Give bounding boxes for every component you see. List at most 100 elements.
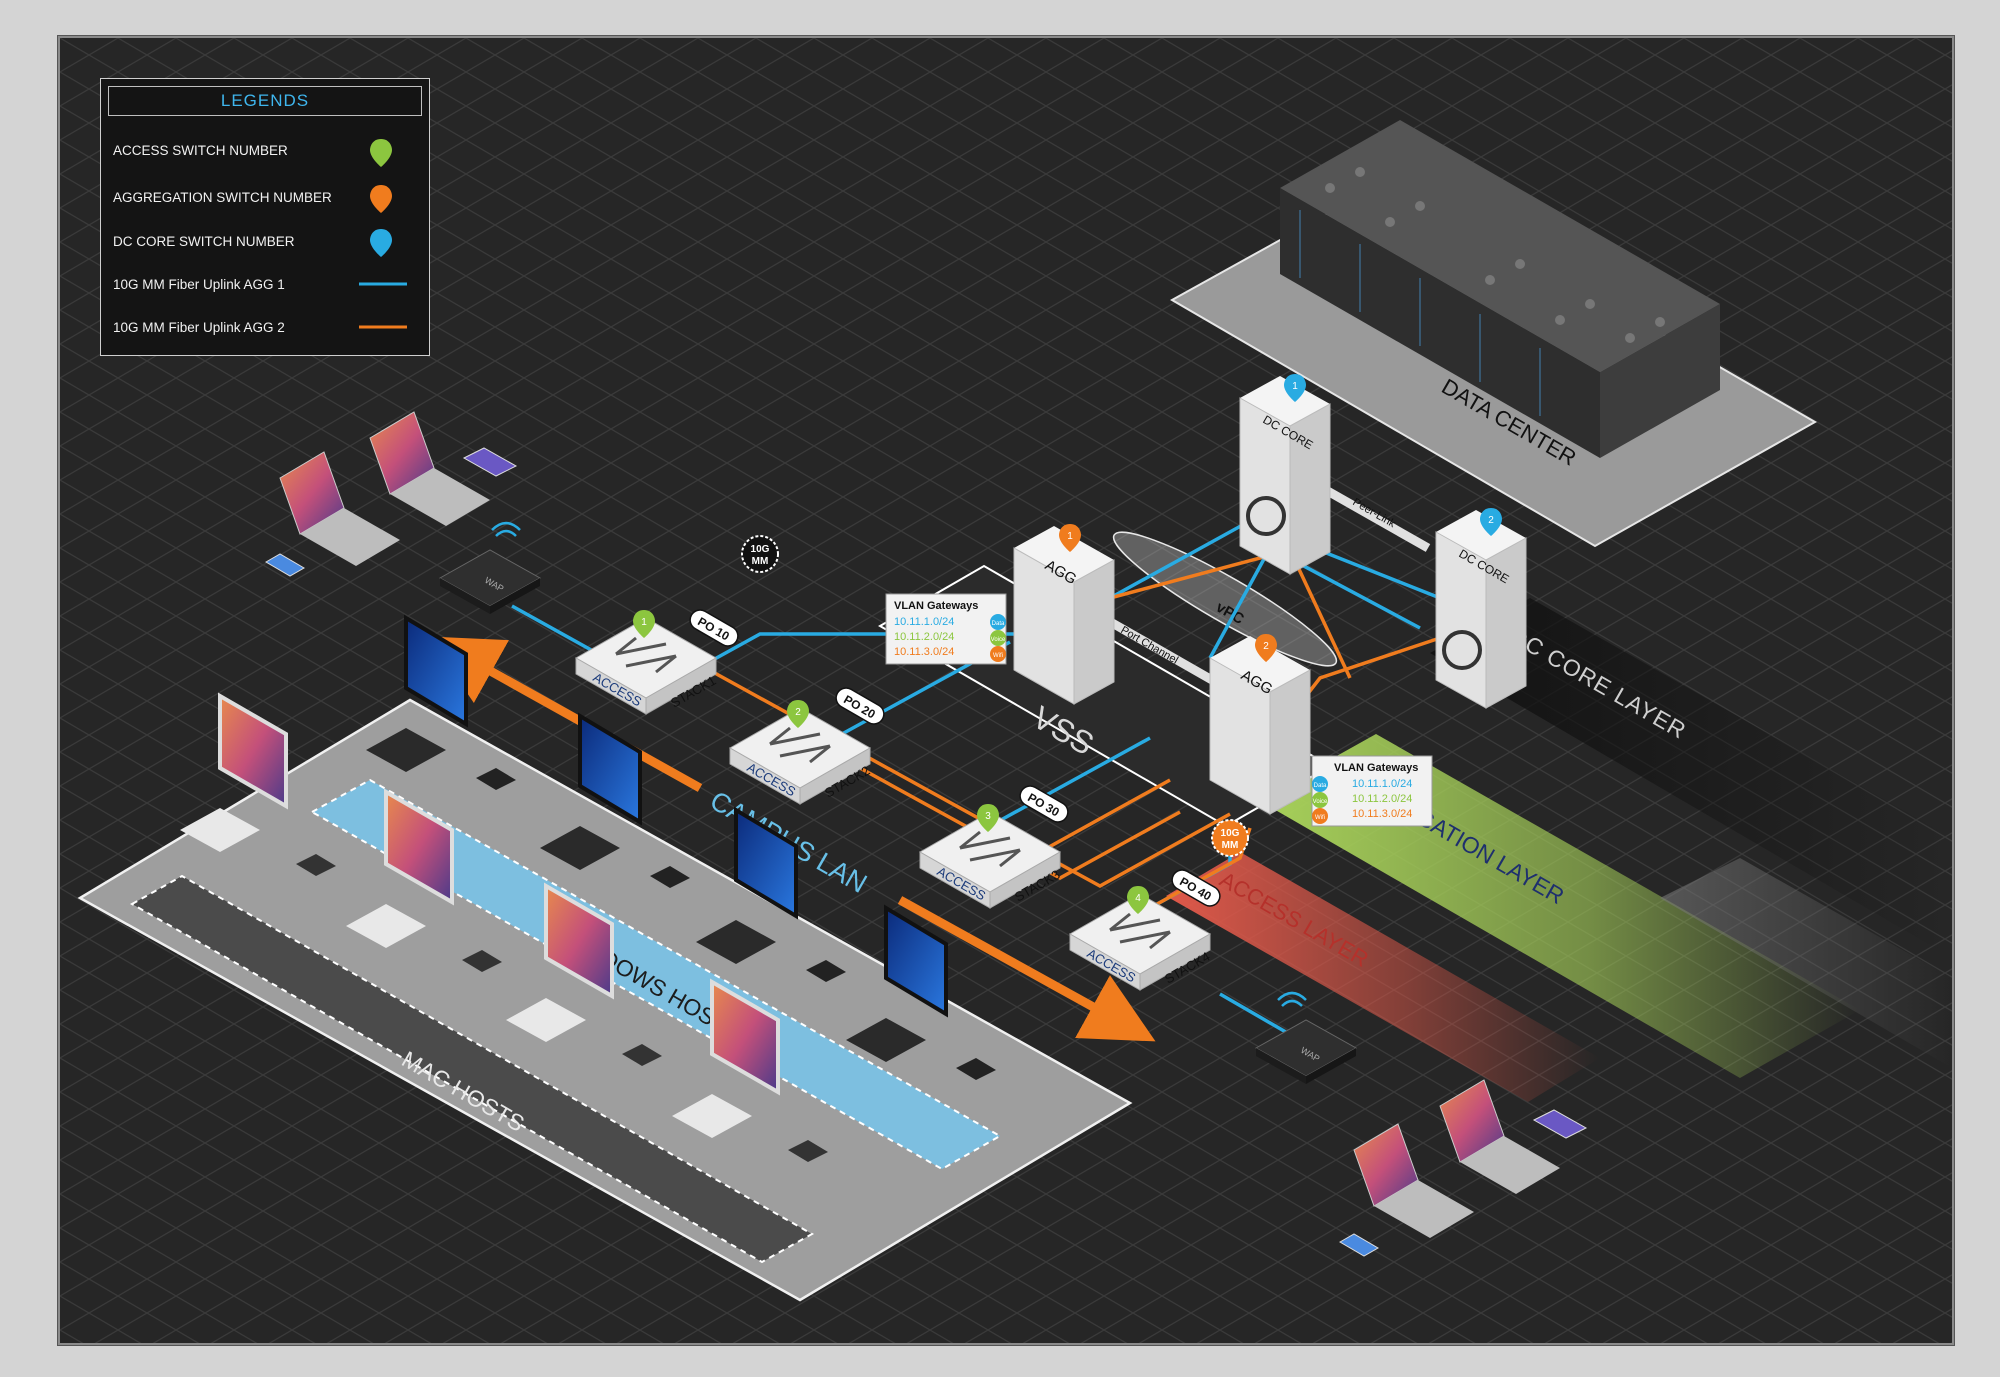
legend-item-agg2-uplink: 10G MM Fiber Uplink AGG 2	[113, 320, 285, 335]
phone-icon	[1339, 1233, 1379, 1257]
laptop-icon	[1439, 1079, 1560, 1194]
svg-text:10.11.2.0/24: 10.11.2.0/24	[894, 631, 954, 643]
orange-line-icon	[359, 325, 407, 329]
keyboard-icon	[696, 920, 776, 964]
agg-switch-2[interactable]: AGG 2	[1209, 634, 1311, 815]
svg-text:2: 2	[795, 707, 801, 718]
router-icon	[1246, 496, 1286, 536]
switch-arrows-icon	[959, 830, 1021, 868]
imac-icon	[544, 882, 614, 1000]
desk-phone-icon	[788, 1140, 828, 1162]
dc-core-switch-2[interactable]: DC CORE 2	[1435, 508, 1527, 709]
desk-phone-icon	[806, 960, 846, 982]
vlan-gateways-agg2: VLAN Gateways 10.11.1.0/24 10.11.2.0/24 …	[1311, 755, 1433, 827]
link-access2-agg2	[819, 744, 1181, 880]
wifi-icon	[1277, 991, 1307, 1007]
dc-core-pin-2: 2	[1480, 508, 1502, 536]
svg-text:Voice: Voice	[1313, 799, 1328, 805]
svg-text:10G: 10G	[751, 544, 770, 555]
monitor-icon	[578, 712, 642, 826]
dc-core-switch-1[interactable]: DC CORE 1	[1239, 374, 1331, 575]
svg-text:1: 1	[1067, 531, 1073, 542]
fiber-badge-2: 10G MM	[1211, 819, 1249, 857]
access-pin-1: 1	[633, 610, 655, 638]
desk-phone-icon	[650, 866, 690, 888]
svg-text:1: 1	[641, 617, 647, 628]
imac-icon	[384, 788, 454, 906]
windows-host	[540, 712, 690, 888]
tablet-icon	[1532, 1109, 1588, 1139]
agg-pin-1: 1	[1059, 524, 1081, 552]
data-center: DATA CENTER	[1169, 120, 1818, 548]
legend-item-dc-core-switch: DC CORE SWITCH NUMBER	[113, 234, 295, 249]
keyboard-icon	[366, 728, 446, 772]
svg-text:2: 2	[1263, 641, 1269, 652]
legend-title: LEGENDS	[108, 86, 422, 116]
wifi-icon	[491, 521, 521, 537]
svg-text:Voice: Voice	[991, 637, 1006, 643]
windows-hosts-zone	[309, 778, 1003, 1171]
switch-arrows-icon	[615, 636, 677, 674]
server-racks	[1280, 120, 1720, 458]
desk-phone-icon	[476, 768, 516, 790]
svg-text:3: 3	[985, 811, 991, 822]
blue-pin-icon	[370, 229, 392, 257]
legend-panel: LEGENDS ACCESS SWITCH NUMBER AGGREGATION…	[100, 78, 430, 356]
keyboard-icon	[846, 1018, 926, 1062]
laptop-icon	[369, 411, 490, 526]
desk-phone-icon	[622, 1044, 662, 1066]
imac-icon	[218, 692, 288, 810]
router-icon	[1442, 630, 1482, 670]
wireless-clients-2	[1339, 1079, 1588, 1257]
vlan-gateways-agg1: VLAN Gateways 10.11.1.0/24 10.11.2.0/24 …	[885, 593, 1007, 665]
campus-platform: WINDOWS HOSTS MAC HOSTS	[77, 698, 1133, 1302]
agg-pin-2: 2	[1255, 634, 1277, 662]
windows-host	[846, 904, 996, 1080]
wap-1[interactable]: WAP	[438, 521, 542, 614]
svg-text:1: 1	[1292, 381, 1298, 392]
svg-text:VLAN Gateways: VLAN Gateways	[1334, 762, 1418, 774]
svg-text:10.11.3.0/24: 10.11.3.0/24	[1352, 808, 1412, 820]
laptop-icon	[1353, 1123, 1474, 1238]
green-pin-icon	[370, 139, 392, 167]
blue-line-icon	[359, 282, 407, 286]
mac-host	[506, 882, 662, 1066]
svg-text:10.11.1.0/24: 10.11.1.0/24	[1352, 778, 1412, 790]
monitor-icon	[884, 904, 948, 1018]
keyboard-icon	[672, 1094, 752, 1138]
fiber-badge-1: 10G MM	[741, 535, 779, 573]
monitor-icon	[404, 614, 468, 728]
legend-item-access-switch: ACCESS SWITCH NUMBER	[113, 143, 288, 158]
windows-host	[696, 806, 846, 982]
svg-text:2: 2	[1488, 515, 1494, 526]
diagram-canvas: DC CORE LAYER AGGREGATION LAYER ACCESS L…	[58, 36, 1954, 1345]
imac-icon	[710, 978, 780, 1096]
desk-phone-icon	[296, 854, 336, 876]
svg-text:10.11.3.0/24: 10.11.3.0/24	[894, 646, 954, 658]
svg-text:Wifi: Wifi	[993, 653, 1003, 659]
network-diagram: DC CORE LAYER AGGREGATION LAYER ACCESS L…	[60, 38, 1952, 1343]
desk-phone-icon	[462, 950, 502, 972]
wap-2[interactable]: WAP	[1254, 991, 1358, 1084]
svg-text:MM: MM	[1222, 840, 1239, 851]
svg-text:MM: MM	[752, 556, 769, 567]
link-access3-agg1	[989, 736, 1151, 828]
access-pin-3: 3	[977, 804, 999, 832]
mac-host	[672, 978, 828, 1162]
legend-item-agg1-uplink: 10G MM Fiber Uplink AGG 1	[113, 277, 285, 292]
keyboard-icon	[506, 998, 586, 1042]
agg-switch-1[interactable]: AGG 1	[1013, 524, 1115, 705]
svg-text:Data: Data	[1314, 783, 1327, 789]
access-pin-4: 4	[1127, 886, 1149, 914]
orange-pin-icon	[370, 185, 392, 213]
monitor-icon	[734, 806, 798, 920]
legend-item-agg-switch: AGGREGATION SWITCH NUMBER	[113, 190, 332, 205]
keyboard-icon	[346, 904, 426, 948]
mac-hosts-zone	[129, 874, 815, 1264]
mac-host	[346, 788, 502, 972]
svg-text:10G: 10G	[1221, 828, 1240, 839]
keyboard-icon	[180, 808, 260, 852]
laptop-icon	[279, 451, 400, 566]
svg-text:10.11.1.0/24: 10.11.1.0/24	[894, 616, 954, 628]
tablet-icon	[462, 447, 518, 477]
